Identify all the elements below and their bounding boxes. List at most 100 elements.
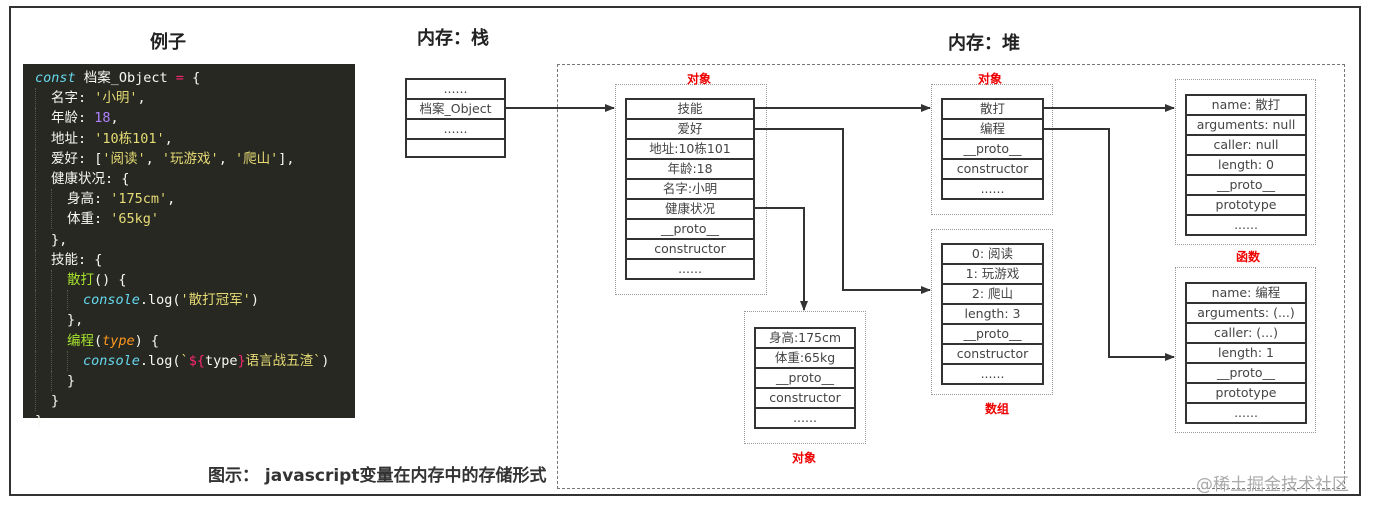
hobby-array-cell: 1: 玩游戏 <box>943 265 1042 285</box>
hobby-array-cell: 2: 爬山 <box>943 285 1042 305</box>
code-token: '散打冠军' <box>180 292 251 309</box>
func-sanda-cell: ...... <box>1234 217 1258 232</box>
code-token: 年龄: <box>51 110 95 127</box>
code-token: 体重: <box>67 211 111 228</box>
code-token: } <box>67 373 76 390</box>
code-line: } <box>35 411 355 431</box>
func-biancheng-cell: length: 1 <box>1187 344 1305 364</box>
code-token: , <box>167 191 176 208</box>
skills-object-label: 对象 <box>978 72 1003 86</box>
code-token: , <box>110 110 119 127</box>
main-object-cell: ...... <box>678 261 702 276</box>
code-line: }, <box>35 310 355 331</box>
code-line: const 档案_Object = { <box>35 68 355 88</box>
skills-object-cell: 编程 <box>943 120 1042 140</box>
func-biancheng-group <box>1175 267 1316 433</box>
code-token: console <box>83 352 140 369</box>
code-token: 编程 <box>67 332 94 349</box>
diagram-frame <box>9 6 1361 496</box>
func-sanda-group <box>1175 79 1316 245</box>
code-token: 语言战五渣` <box>245 352 322 369</box>
main-object-cell: 爱好 <box>627 120 753 140</box>
main-object-cell: 名字:小明 <box>627 180 753 200</box>
indent-guide <box>35 249 51 270</box>
code-line: } <box>35 371 355 392</box>
code-token: '175cm' <box>110 191 168 208</box>
skills-object-cell: __proto__ <box>943 140 1042 160</box>
code-token: = <box>175 70 184 86</box>
stack-cell: 档案_Object <box>407 100 504 120</box>
stack-frame: ......档案_Object...... <box>405 78 506 158</box>
stack-cell: ...... <box>407 120 504 140</box>
code-line: 年龄: 18, <box>35 108 355 129</box>
indent-guide <box>35 350 51 371</box>
stack-title: 内存：栈 <box>417 28 489 49</box>
indent-guide <box>35 270 51 291</box>
code-token: , <box>218 150 235 167</box>
indent-guide <box>51 270 67 291</box>
hobby-array-cell: constructor <box>943 345 1042 365</box>
func-biancheng-cell: __proto__ <box>1187 364 1305 384</box>
code-token: } <box>237 352 246 369</box>
indent-guide <box>35 108 51 129</box>
indent-guide <box>35 310 51 331</box>
code-token: 散打 <box>67 272 94 289</box>
hobby-array-cell: 0: 阅读 <box>943 245 1042 265</box>
code-token: '玩游戏' <box>161 150 219 167</box>
code-token: }, <box>51 231 68 248</box>
code-token: 身高: <box>67 191 111 208</box>
health-object-cell: __proto__ <box>756 369 854 389</box>
code-token: ) { <box>134 332 160 349</box>
code-token: ) <box>250 292 259 309</box>
code-line: }, <box>35 229 355 250</box>
func-biancheng-cell: caller: (...) <box>1187 324 1305 344</box>
code-token: 名字: <box>51 90 95 107</box>
watermark: @稀土掘金技术社区 <box>1196 475 1349 495</box>
main-object-cell: 技能 <box>627 100 753 120</box>
main-object-cell: 地址:10栋101 <box>627 140 753 160</box>
code-line: 爱好: ['阅读', '玩游戏', '爬山'], <box>35 148 355 169</box>
stack-cell: ...... <box>407 80 504 100</box>
code-token: () { <box>94 272 127 289</box>
func-sanda-cell: prototype <box>1187 196 1305 216</box>
func-sanda-cell: length: 0 <box>1187 156 1305 176</box>
indent-guide <box>51 189 67 210</box>
code-line: console.log('散打冠军') <box>35 290 355 311</box>
code-token: ) <box>321 352 330 369</box>
func-biancheng-cell: name: 编程 <box>1187 284 1305 304</box>
skills-object-cell: ...... <box>980 181 1005 196</box>
func-sanda-cell: __proto__ <box>1187 176 1305 196</box>
indent-guide <box>35 391 51 412</box>
indent-guide <box>51 290 67 311</box>
indent-guide <box>35 148 51 169</box>
indent-guide <box>35 330 51 351</box>
code-token: .log( <box>139 292 181 309</box>
main-object-cell: 健康状况 <box>627 200 753 220</box>
indent-guide <box>35 169 51 190</box>
indent-guide <box>67 350 83 371</box>
code-token: { <box>183 70 201 86</box>
main-object-cell: 年龄:18 <box>627 160 753 180</box>
indent-guide <box>51 371 67 392</box>
code-token: }, <box>67 312 84 329</box>
code-token: 档案_Object <box>75 70 176 86</box>
health-object-group <box>744 311 866 444</box>
health-object-cell: 身高:175cm <box>756 329 854 349</box>
main-object-cell: constructor <box>627 240 753 260</box>
code-token: .log( <box>139 352 181 369</box>
code-line: 散打() { <box>35 270 355 291</box>
health-object-label: 对象 <box>792 451 817 465</box>
code-token: '爬山' <box>234 150 279 167</box>
indent-guide <box>51 310 67 331</box>
code-token: ( <box>94 332 103 349</box>
code-line: 技能: { <box>35 249 355 270</box>
example-title: 例子 <box>150 32 186 53</box>
code-token: , <box>145 150 162 167</box>
health-object-cell: ...... <box>793 410 817 425</box>
code-block: const 档案_Object = {名字: '小明',年龄: 18,地址: '… <box>23 64 355 429</box>
code-line: 身高: '175cm', <box>35 189 355 210</box>
func-biancheng-cell: prototype <box>1187 384 1305 404</box>
